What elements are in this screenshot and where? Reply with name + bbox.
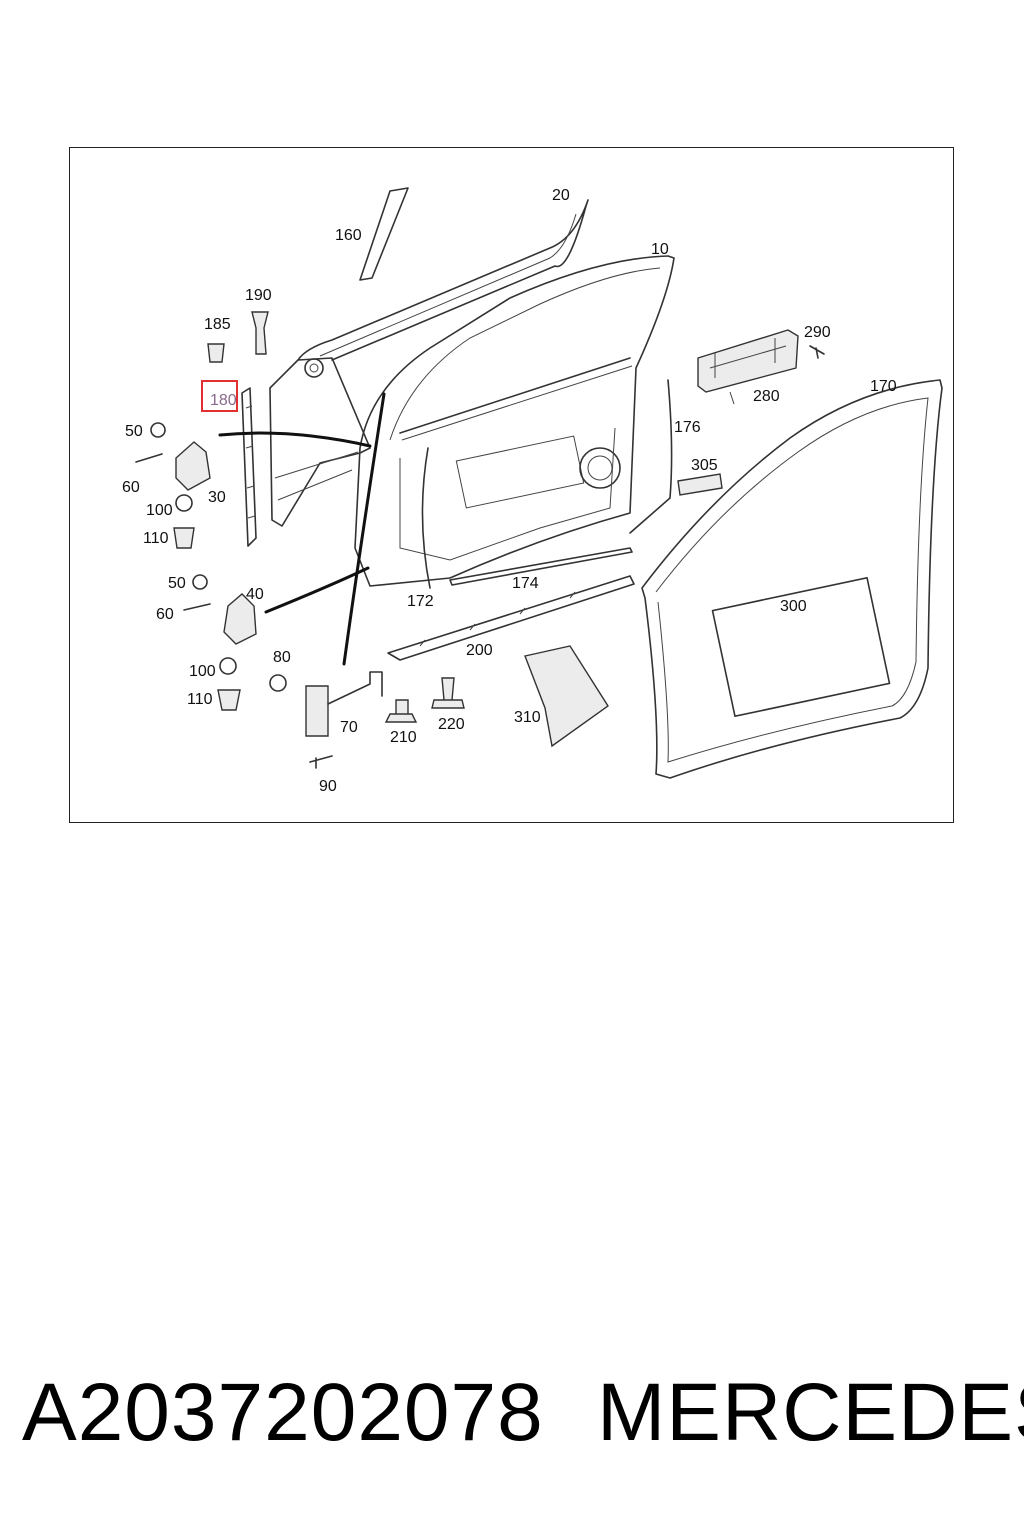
part-10-door-inner-frame bbox=[399, 427, 616, 561]
part-280-handle bbox=[697, 329, 799, 393]
part-number: A2037202078 bbox=[22, 1367, 544, 1458]
callout-185[interactable]: 185 bbox=[204, 316, 231, 333]
part-40-lower-hinge bbox=[223, 593, 257, 645]
part-10-door-shell-belt-2 bbox=[401, 365, 633, 441]
part-110b-bushing bbox=[217, 689, 241, 711]
part-10-door-shell-belt bbox=[399, 357, 631, 434]
part-20-window-frame bbox=[297, 199, 589, 361]
part-10-door-cutout bbox=[455, 435, 585, 509]
callout-110b[interactable]: 110 bbox=[187, 691, 213, 708]
part-170-seal-inner bbox=[655, 397, 929, 763]
part-10-speaker-hole bbox=[579, 447, 621, 489]
part-305-pad bbox=[677, 473, 723, 496]
part-200-sill-trim bbox=[387, 575, 635, 661]
callout-280[interactable]: 280 bbox=[753, 388, 780, 405]
callout-50a[interactable]: 50 bbox=[125, 423, 143, 440]
part-180-seal-strip bbox=[241, 387, 257, 547]
callout-160[interactable]: 160 bbox=[335, 227, 362, 244]
part-60b-screw bbox=[183, 603, 211, 611]
part-door-skin-line bbox=[274, 451, 359, 479]
callout-210[interactable]: 210 bbox=[390, 729, 417, 746]
part-220-clip bbox=[431, 677, 465, 709]
callout-60b[interactable]: 60 bbox=[156, 606, 174, 623]
part-80-nut bbox=[269, 674, 287, 692]
door-parts-diagram: 10 20 30 40 50 50 60 60 70 80 90 100 100… bbox=[122, 187, 943, 795]
callout-70[interactable]: 70 bbox=[340, 719, 358, 736]
brand-name: MERCEDES bbox=[597, 1367, 1024, 1458]
diagram-frame: 10 20 30 40 50 50 60 60 70 80 90 100 100… bbox=[69, 147, 954, 823]
callout-290[interactable]: 290 bbox=[804, 324, 831, 341]
part-200-sill-trim-detail bbox=[419, 591, 576, 647]
callout-80[interactable]: 80 bbox=[273, 649, 291, 666]
callout-100a[interactable]: 100 bbox=[146, 502, 173, 519]
part-180-seal-strip-detail bbox=[245, 405, 256, 519]
callout-174[interactable]: 174 bbox=[512, 575, 539, 592]
part-100a-nut bbox=[175, 494, 193, 512]
part-70-check-strap-arm bbox=[327, 671, 383, 705]
footer: A2037202078 MERCEDES bbox=[0, 1366, 1024, 1476]
callout-172[interactable]: 172 bbox=[407, 593, 434, 610]
part-160-trim bbox=[359, 187, 409, 281]
part-20-window-frame-inner bbox=[319, 213, 577, 357]
part-70-check-strap bbox=[305, 685, 329, 737]
part-174-molding bbox=[449, 547, 633, 586]
part-185-clip bbox=[207, 343, 225, 363]
part-170-seal bbox=[641, 379, 943, 779]
part-210-clip bbox=[384, 699, 418, 723]
callout-110a[interactable]: 110 bbox=[143, 530, 169, 547]
callout-10[interactable]: 10 bbox=[651, 241, 669, 258]
part-172-lower-seal bbox=[421, 447, 431, 589]
callout-300[interactable]: 300 bbox=[780, 598, 807, 615]
callout-170[interactable]: 170 bbox=[870, 378, 897, 395]
part-100b-nut bbox=[219, 657, 237, 675]
callout-180[interactable]: 180 bbox=[210, 392, 237, 409]
part-60a-screw bbox=[135, 453, 163, 463]
callout-40[interactable]: 40 bbox=[246, 586, 264, 603]
callout-190[interactable]: 190 bbox=[245, 287, 272, 304]
callout-200[interactable]: 200 bbox=[466, 642, 493, 659]
callout-50b[interactable]: 50 bbox=[168, 575, 186, 592]
part-110a-bushing bbox=[173, 527, 195, 549]
callout-90[interactable]: 90 bbox=[319, 778, 337, 795]
part-176-rear-seal bbox=[629, 379, 673, 534]
callout-60a[interactable]: 60 bbox=[122, 479, 140, 496]
part-50a-bolt bbox=[150, 422, 166, 438]
part-50b-bolt bbox=[192, 574, 208, 590]
arrow-lower-hinge bbox=[264, 566, 370, 614]
callout-180-highlight-box bbox=[201, 380, 238, 412]
arrow-upper-hinge bbox=[218, 431, 372, 448]
callout-100b[interactable]: 100 bbox=[189, 663, 216, 680]
part-20-mirror-mount bbox=[304, 358, 324, 378]
part-90-bolt bbox=[309, 755, 333, 769]
callout-305[interactable]: 305 bbox=[691, 457, 718, 474]
part-280-handle-detail bbox=[709, 338, 787, 405]
part-door-skin-line-2 bbox=[277, 469, 353, 501]
part-30-upper-hinge bbox=[175, 441, 211, 491]
part-10-door-shell bbox=[354, 255, 675, 587]
callout-30[interactable]: 30 bbox=[208, 489, 226, 506]
callout-220[interactable]: 220 bbox=[438, 716, 465, 733]
part-300-sticker bbox=[711, 576, 891, 718]
part-10-door-shell-window bbox=[389, 267, 661, 441]
callout-310[interactable]: 310 bbox=[514, 709, 541, 726]
part-310-trim-piece bbox=[524, 645, 609, 748]
callout-20[interactable]: 20 bbox=[552, 187, 570, 204]
part-290-screw bbox=[809, 345, 825, 359]
part-10-speaker-hole-inner bbox=[587, 455, 613, 481]
part-190-clip bbox=[251, 311, 269, 355]
arrow-check-strap bbox=[342, 392, 386, 666]
part-20-mirror-mount-inner bbox=[309, 363, 319, 373]
callout-176[interactable]: 176 bbox=[674, 419, 701, 436]
